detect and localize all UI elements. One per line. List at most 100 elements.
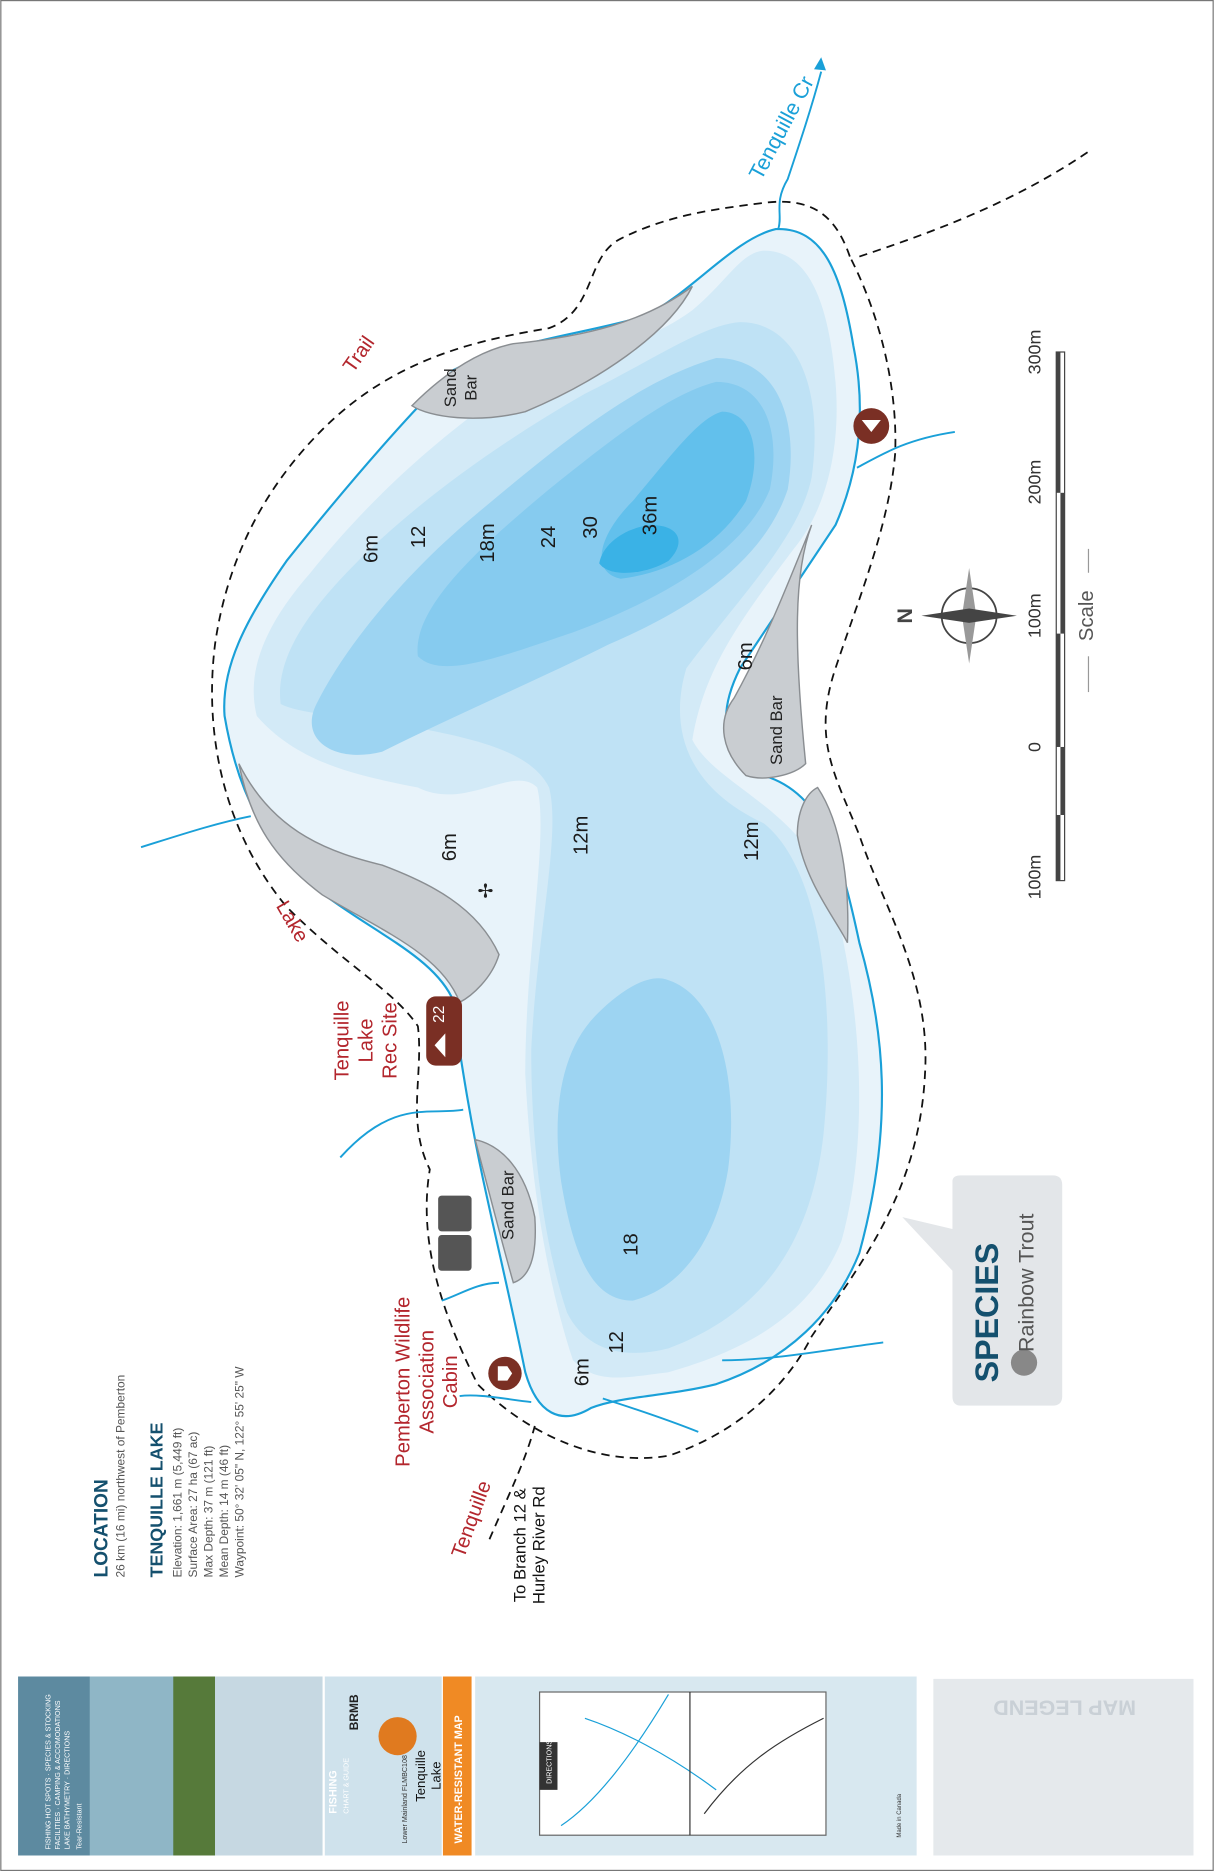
- cover-title: Tenquille: [413, 1750, 428, 1802]
- lake-fact: Max Depth: 37 m (121 ft): [202, 1446, 216, 1578]
- depth-label: 24: [538, 526, 560, 549]
- location-title: LOCATION: [92, 1479, 113, 1577]
- rec-site-label: Tenquille: [332, 1001, 354, 1081]
- sand-bar: [410, 285, 693, 419]
- species-title: SPECIES: [969, 1243, 1005, 1383]
- rec-site-label: Lake: [356, 1019, 378, 1063]
- depth-label: 12: [606, 1331, 628, 1354]
- lake-trail-label: Lake: [271, 897, 312, 946]
- scale-label: Scale: [1076, 590, 1098, 641]
- sand-bar: [474, 1138, 537, 1284]
- lake-info: LOCATION 26 km (16 mi) northwest of Pemb…: [92, 1366, 247, 1578]
- depth-label: 18: [620, 1233, 642, 1256]
- stream: [856, 431, 955, 469]
- backroad-logo: [378, 1717, 417, 1756]
- depth-label: 12m: [741, 822, 763, 861]
- sand-bar: [238, 763, 500, 1004]
- stream: [441, 1281, 500, 1302]
- directions-label: DIRECTIONS: [546, 1740, 554, 1784]
- depth-label: 6m: [439, 833, 461, 861]
- lake-fact: Mean Depth: 14 m (46 ft): [217, 1445, 231, 1578]
- map-code: Lower Mainland FLMBC108: [401, 1755, 409, 1844]
- scale-tick: 100m: [1025, 593, 1045, 638]
- stream: [722, 1341, 884, 1362]
- tear-resistant: Tear-Resistant: [75, 1803, 83, 1849]
- sand-bar: [796, 786, 849, 943]
- depth-18m-zone: [311, 357, 791, 1301]
- cover-title: Lake: [429, 1761, 444, 1789]
- lake-title: TENQUILLE LAKE: [147, 1422, 167, 1577]
- depth-36m-zone: [599, 525, 679, 573]
- rec-site-label: Rec Site: [379, 1002, 401, 1079]
- depth-label: 36m: [640, 496, 662, 535]
- directions-map: [538, 1691, 827, 1836]
- sand-bar-label: Sand: [441, 368, 460, 407]
- road-label: Hurley River Rd: [529, 1486, 548, 1604]
- sand-bar: [722, 524, 813, 779]
- lake-fact: Surface Area: 27 ha (67 ac): [186, 1432, 200, 1578]
- rec-site-number: 22: [431, 1006, 448, 1023]
- cabin-label: Cabin: [440, 1355, 462, 1408]
- north-label: N: [893, 608, 917, 624]
- cover-feature: LAKE BATHYMETRY · DIRECTIONS: [63, 1731, 71, 1850]
- depth-label: 12m: [570, 816, 592, 855]
- arrow-icon: [814, 57, 826, 71]
- location-text: 26 km (16 mi) northwest of Pemberton: [113, 1375, 127, 1578]
- fish-icon: [1010, 1349, 1038, 1376]
- depth-label: 30: [580, 516, 602, 539]
- sand-bar-label: Sand Bar: [498, 1170, 517, 1240]
- trail-label: Trail: [339, 332, 379, 376]
- hiking-icon: [438, 1235, 472, 1271]
- stream: [602, 1397, 699, 1433]
- stream-creek: [777, 71, 823, 230]
- map-legend: [933, 1678, 1194, 1856]
- species-callout: SPECIES Rainbow Trout: [902, 1175, 1063, 1406]
- scale-tick: 300m: [1025, 330, 1045, 375]
- scale-tick: 200m: [1025, 460, 1045, 505]
- made-in-canada: Made in Canada: [897, 1793, 903, 1837]
- rock-hazard-icon: ✢: [478, 881, 494, 902]
- lake-fact: Elevation: 1,661 m (5,449 ft): [171, 1428, 185, 1578]
- cover-strip: FISHING HOT SPOTS · SPECIES & STOCKING F…: [18, 1676, 1194, 1856]
- compass-rose: N: [893, 567, 1017, 664]
- brand-logo: BRMB: [347, 1694, 361, 1730]
- cabin-label: Pemberton Wildlife: [393, 1297, 415, 1467]
- chart-subtitle: CHART & GUIDE: [343, 1758, 351, 1814]
- cycling-icon: [438, 1195, 472, 1232]
- cabin-icon: [497, 1366, 513, 1381]
- rec-site-marker[interactable]: 22: [426, 996, 463, 1066]
- tent-icon: [434, 1033, 446, 1058]
- cabin-marker[interactable]: [488, 1356, 522, 1391]
- depth-label: 6m: [735, 642, 757, 670]
- road-label: To Branch 12 &: [510, 1488, 529, 1602]
- depth-label: 12: [408, 526, 430, 549]
- lake-bathymetry: [223, 228, 884, 1418]
- tenquille-trail-label: Tenquille: [448, 1478, 496, 1561]
- tent-icon: [861, 420, 881, 432]
- stream: [459, 1394, 532, 1404]
- cover-feature: FISHING HOT SPOTS · SPECIES & STOCKING: [44, 1694, 52, 1850]
- scale-tick: 100m: [1025, 855, 1045, 900]
- stream: [339, 1108, 464, 1159]
- depth-label: 6m: [572, 1358, 594, 1386]
- depth-label: 6m: [360, 535, 382, 563]
- sand-bar-label: Sand Bar: [767, 695, 786, 765]
- creek-label: Tenquille Cr: [744, 72, 818, 183]
- scale-bar: 100m 0 100m 200m 300m Scale: [1025, 330, 1099, 900]
- chart-title: FISHING: [328, 1770, 340, 1813]
- cabin-label: Association: [416, 1330, 438, 1434]
- species-item: Rainbow Trout: [1015, 1213, 1039, 1351]
- stream: [140, 815, 252, 849]
- cover-feature: FACILITIES · CAMPING & ACCOMODATIONS: [54, 1700, 62, 1849]
- depth-label: 18m: [477, 523, 499, 562]
- campsite-marker[interactable]: [853, 408, 890, 444]
- trail-path: [211, 148, 1093, 1459]
- lake-fact: Waypoint: 50° 32' 05" N, 122° 55' 25" W: [233, 1366, 247, 1578]
- scale-tick: 0: [1025, 742, 1045, 752]
- road-path: [488, 1425, 536, 1540]
- water-resistant-badge: WATER-RESISTANT MAP: [453, 1715, 465, 1843]
- legend-title: MAP LEGEND: [993, 1695, 1136, 1719]
- sand-bar-label: Bar: [461, 374, 480, 400]
